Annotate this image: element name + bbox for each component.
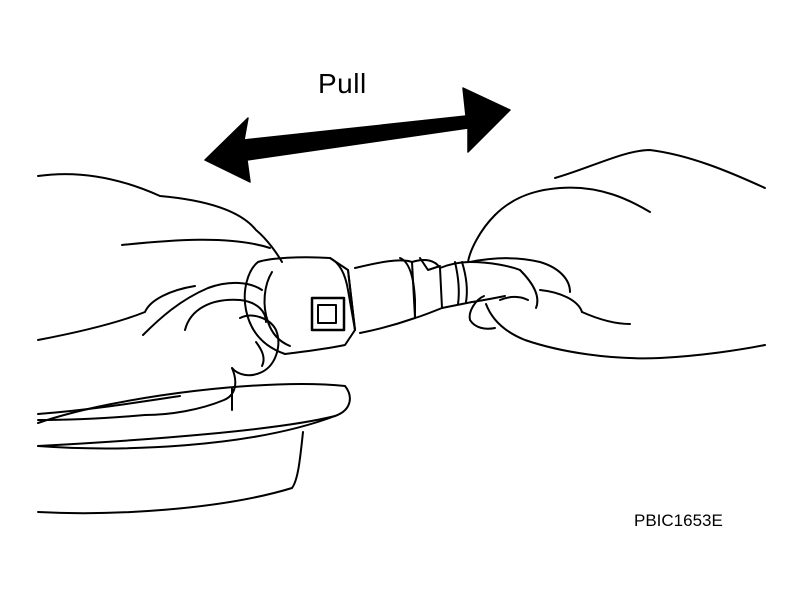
pull-label: Pull [318, 68, 367, 99]
connector-window [310, 296, 346, 332]
quick-connector [243, 256, 473, 355]
left-hand [37, 173, 283, 421]
double-headed-arrow-icon [204, 87, 511, 183]
fuel-hose [454, 261, 521, 305]
figure-code: PBIC1653E [634, 511, 723, 530]
tank-base [37, 383, 351, 515]
right-hand [467, 149, 766, 360]
